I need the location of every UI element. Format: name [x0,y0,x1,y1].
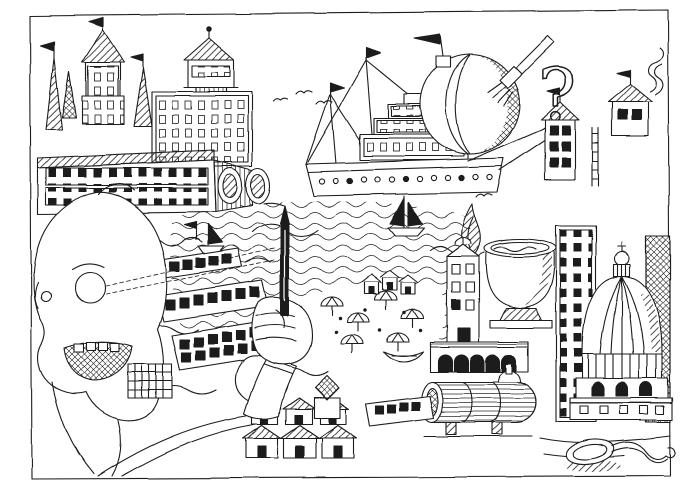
flag-icon [365,47,381,59]
diamond-roof [314,375,340,401]
smoke-squiggle [647,47,665,93]
clock-tower [446,237,480,349]
cathedral-dome [555,225,673,423]
creature-nostril [40,290,52,302]
creature-eye [74,272,106,304]
flag-icon [130,53,144,62]
flag-icon [39,41,55,52]
sailboat [387,195,425,237]
flag-icon [183,221,197,230]
arm [243,355,297,420]
sky-birds [273,90,493,198]
flag-icon [546,87,561,96]
hand-with-pen [105,202,313,420]
spoon [564,438,676,472]
steam-pipe [420,341,537,437]
castle-towers [39,17,153,131]
tunnel-ovals [217,167,271,205]
beach [301,270,446,363]
creature-head [33,183,173,477]
cauldron [461,203,564,329]
frame-border [29,9,671,480]
flag-icon [616,69,631,78]
roads [97,415,257,477]
flag-icon [329,82,345,93]
house-rows [242,375,435,459]
fork-icon [487,35,555,107]
ink-drawing: ? [29,9,676,480]
flag-icon [88,17,104,28]
hillside-houses [467,47,665,187]
pen-nib [279,205,290,225]
flag-icon [413,33,441,45]
